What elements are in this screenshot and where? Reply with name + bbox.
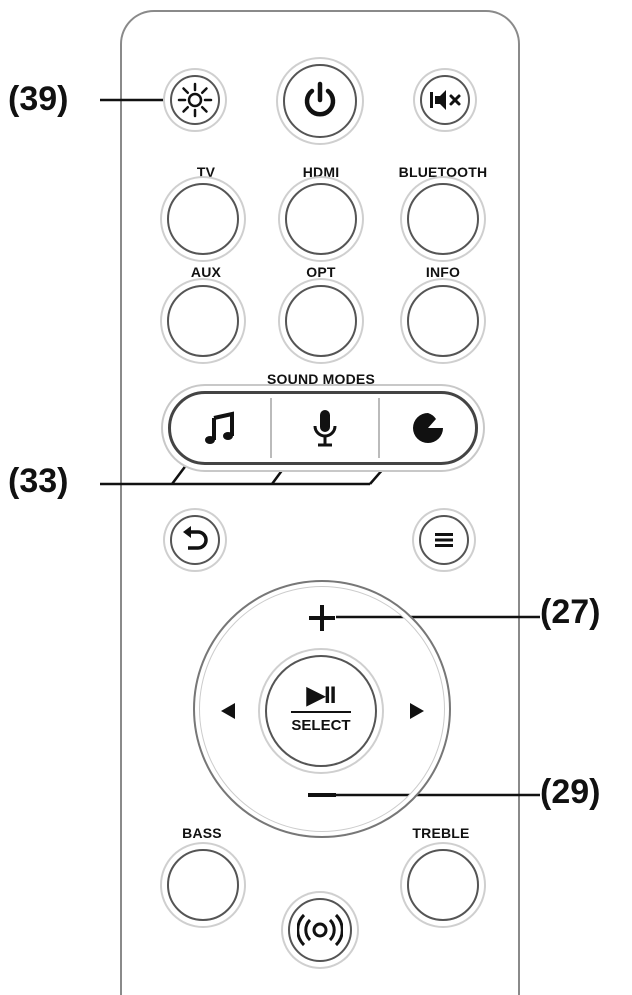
movie-mode-icon [380,394,475,462]
sound-modes-divider [270,398,272,458]
music-mode-button[interactable] [171,394,270,462]
tv-button[interactable] [167,183,239,255]
bass-label: BASS [182,825,222,841]
opt-label: OPT [306,264,336,280]
play-pause-label: ▶II [306,682,337,709]
right-arrow-icon [402,696,432,726]
aux-label: AUX [190,264,222,280]
volume-nav-ring [193,580,451,838]
bluetooth-label: BLUETOOTH [398,164,488,180]
back-arrow-icon [172,517,218,563]
back-button[interactable] [170,515,220,565]
power-button[interactable] [283,64,357,138]
next-button[interactable] [402,696,432,726]
menu-icon [421,517,467,563]
sound-modes-label: SOUND MODES [267,371,375,387]
volume-up-button[interactable] [300,598,344,638]
bass-button[interactable] [167,849,239,921]
sound-modes-divider [378,398,380,458]
hdmi-label: HDMI [302,164,340,180]
brightness-button[interactable] [170,75,220,125]
volume-down-button[interactable] [300,780,344,810]
tv-label: TV [196,164,216,180]
bluetooth-button[interactable] [407,183,479,255]
sound-modes-bar [168,391,478,465]
callout-29: (29) [540,773,601,811]
mute-icon [422,77,468,123]
left-arrow-icon [213,696,243,726]
minus-icon [300,780,344,810]
opt-button[interactable] [285,285,357,357]
surround-button[interactable] [288,898,352,962]
music-note-icon [171,394,270,462]
hdmi-button[interactable] [285,183,357,255]
microphone-icon [272,394,378,462]
surround-icon [290,900,350,960]
info-button[interactable] [407,285,479,357]
treble-label: TREBLE [412,825,470,841]
mute-button[interactable] [420,75,470,125]
voice-mode-button[interactable] [272,394,378,462]
movie-mode-button[interactable] [380,394,475,462]
plus-icon [300,598,344,638]
aux-button[interactable] [167,285,239,357]
menu-button[interactable] [419,515,469,565]
sun-icon [172,77,218,123]
select-label: SELECT [291,717,351,734]
power-icon [285,66,355,136]
treble-button[interactable] [407,849,479,921]
previous-button[interactable] [213,696,243,726]
info-label: INFO [425,264,461,280]
select-button[interactable]: ▶II SELECT [265,655,377,767]
callout-27: (27) [540,593,601,631]
callout-39: (39) [8,80,69,118]
callout-33: (33) [8,462,69,500]
select-divider [291,711,351,713]
